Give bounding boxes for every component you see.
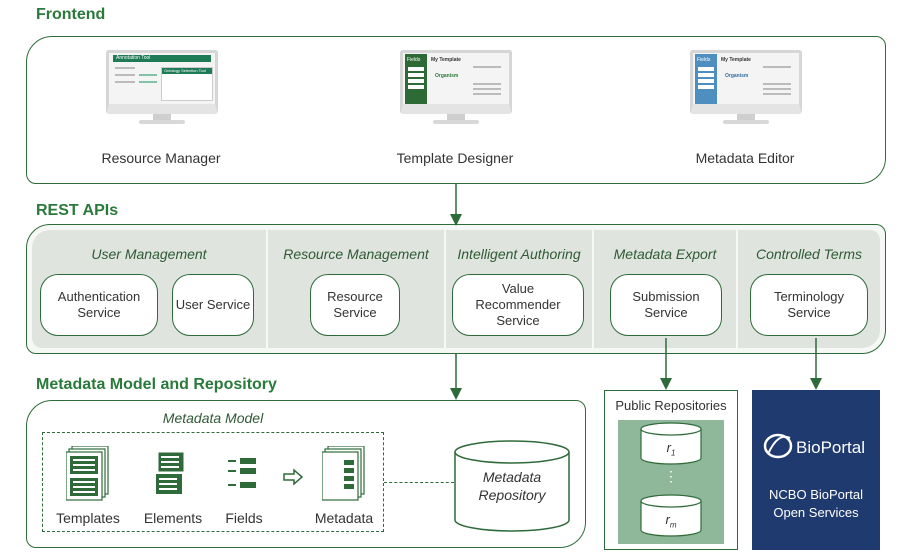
rm-subscript: m [669, 520, 677, 530]
r1-subscript: 1 [670, 448, 676, 458]
repository-rm[interactable]: rm [640, 494, 702, 538]
metadata-export-title: Metadata Export [613, 246, 717, 262]
vertical-ellipsis: ⋮ [664, 468, 678, 484]
resource-management-title: Resource Management [283, 246, 429, 262]
value-recommender-service[interactable]: Value Recommender Service [452, 274, 584, 336]
fields-icon [228, 458, 258, 503]
metadata-model-box [42, 432, 384, 532]
bioportal-logo-text: BioPortal [796, 438, 865, 457]
repository-connector [384, 482, 454, 483]
bioportal-box[interactable] [752, 390, 880, 550]
metadata-label: Metadata [314, 510, 374, 526]
elements-icon [156, 451, 186, 503]
template-designer-monitor[interactable]: Fields My Template Organism [400, 50, 512, 124]
resource-manager-monitor[interactable]: Annotation Tool Ontology Selection Tool [106, 50, 218, 124]
rest-apis-title: REST APIs [36, 202, 119, 219]
metadata-editor-screen: Fields My Template Organism [690, 50, 802, 114]
user-management-title: User Management [91, 246, 207, 262]
metadata-editor-label: Metadata Editor [695, 150, 795, 166]
arrow-right-icon [282, 468, 304, 491]
bioportal-caption: NCBO BioPortal Open Services [769, 487, 863, 520]
metadata-repository-cylinder[interactable]: Metadata Repository [454, 440, 570, 532]
template-designer-label: Template Designer [396, 150, 514, 166]
fields-label: Fields [225, 510, 263, 526]
templates-label: Templates [56, 510, 120, 526]
metadata-model-title: Metadata Model [162, 410, 264, 426]
repository-r1[interactable]: r1 [640, 422, 702, 466]
controlled-terms-title: Controlled Terms [755, 246, 863, 262]
resource-service[interactable]: Resource Service [310, 274, 400, 336]
elements-label: Elements [143, 510, 203, 526]
submission-service[interactable]: Submission Service [610, 274, 722, 336]
authentication-service[interactable]: Authentication Service [40, 274, 158, 336]
annotation-tool-bar: Annotation Tool [113, 55, 211, 62]
rm-label: r [665, 512, 670, 527]
ontology-popup: Ontology Selection Tool [161, 67, 213, 101]
terminology-service[interactable]: Terminology Service [750, 274, 868, 336]
public-repositories-title: Public Repositories [615, 398, 727, 413]
user-service[interactable]: User Service [172, 274, 254, 336]
templates-icon [65, 445, 110, 507]
intelligent-authoring-title: Intelligent Authoring [457, 246, 581, 262]
fields-sidebar: Fields [405, 54, 427, 104]
frontend-title: Frontend [36, 6, 106, 23]
fields-sidebar-blue: Fields [695, 54, 717, 104]
bioportal-logo-icon [762, 432, 794, 465]
template-designer-screen: Fields My Template Organism [400, 50, 512, 114]
resource-manager-label: Resource Manager [101, 150, 221, 166]
metadata-icon [321, 445, 366, 507]
metadata-editor-monitor[interactable]: Fields My Template Organism [690, 50, 802, 124]
metadata-model-repository-title: Metadata Model and Repository [36, 376, 277, 393]
metadata-repository-label: Metadata Repository [478, 469, 546, 504]
r1-label: r [666, 440, 671, 455]
metadata-model-panel [26, 400, 586, 548]
resource-manager-screen: Annotation Tool Ontology Selection Tool [106, 50, 218, 114]
frontend-panel [26, 36, 886, 184]
